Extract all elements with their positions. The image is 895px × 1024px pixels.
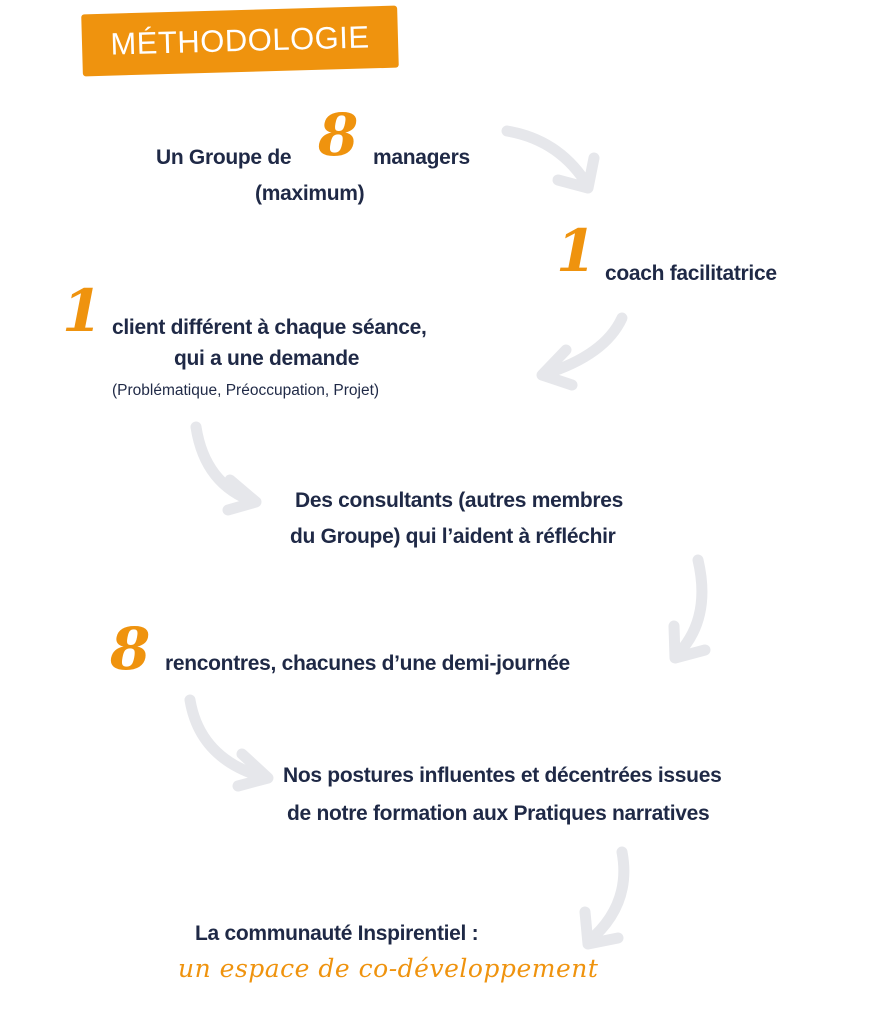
step-community: La communauté Inspirentiel :	[195, 922, 479, 945]
step-client: client différent à chaque séance,	[112, 316, 427, 339]
step-text: qui a une demande	[174, 347, 360, 370]
step-postures: Nos postures influentes et décentrées is…	[283, 764, 722, 787]
step-group-size: Un Groupe de	[156, 146, 292, 169]
step-text: (maximum)	[255, 182, 365, 205]
arrow-1	[501, 125, 600, 194]
step-consultants: Des consultants (autres membres	[295, 489, 623, 512]
step-meetings: rencontres, chacunes d’une demi-journée	[165, 652, 570, 675]
step-number: 8	[318, 101, 359, 169]
step-number: 1	[62, 277, 103, 345]
step-text: du Groupe) qui l’aident à réfléchir	[290, 525, 616, 548]
arrow-5	[184, 694, 274, 792]
step-note: (Problématique, Préoccupation, Projet)	[112, 382, 380, 399]
step-number: 8	[110, 615, 151, 683]
step-coach: coach facilitatrice	[605, 262, 777, 285]
arrow-4	[668, 554, 711, 664]
step-number: 1	[556, 217, 597, 285]
step-text: de notre formation aux Pratiques narrati…	[287, 802, 710, 825]
arrow-3	[190, 421, 262, 516]
community-tagline: un espace de co-développement	[178, 954, 599, 983]
arrow-6	[579, 846, 630, 950]
step-text: managers	[373, 146, 470, 169]
arrow-2	[536, 312, 628, 391]
